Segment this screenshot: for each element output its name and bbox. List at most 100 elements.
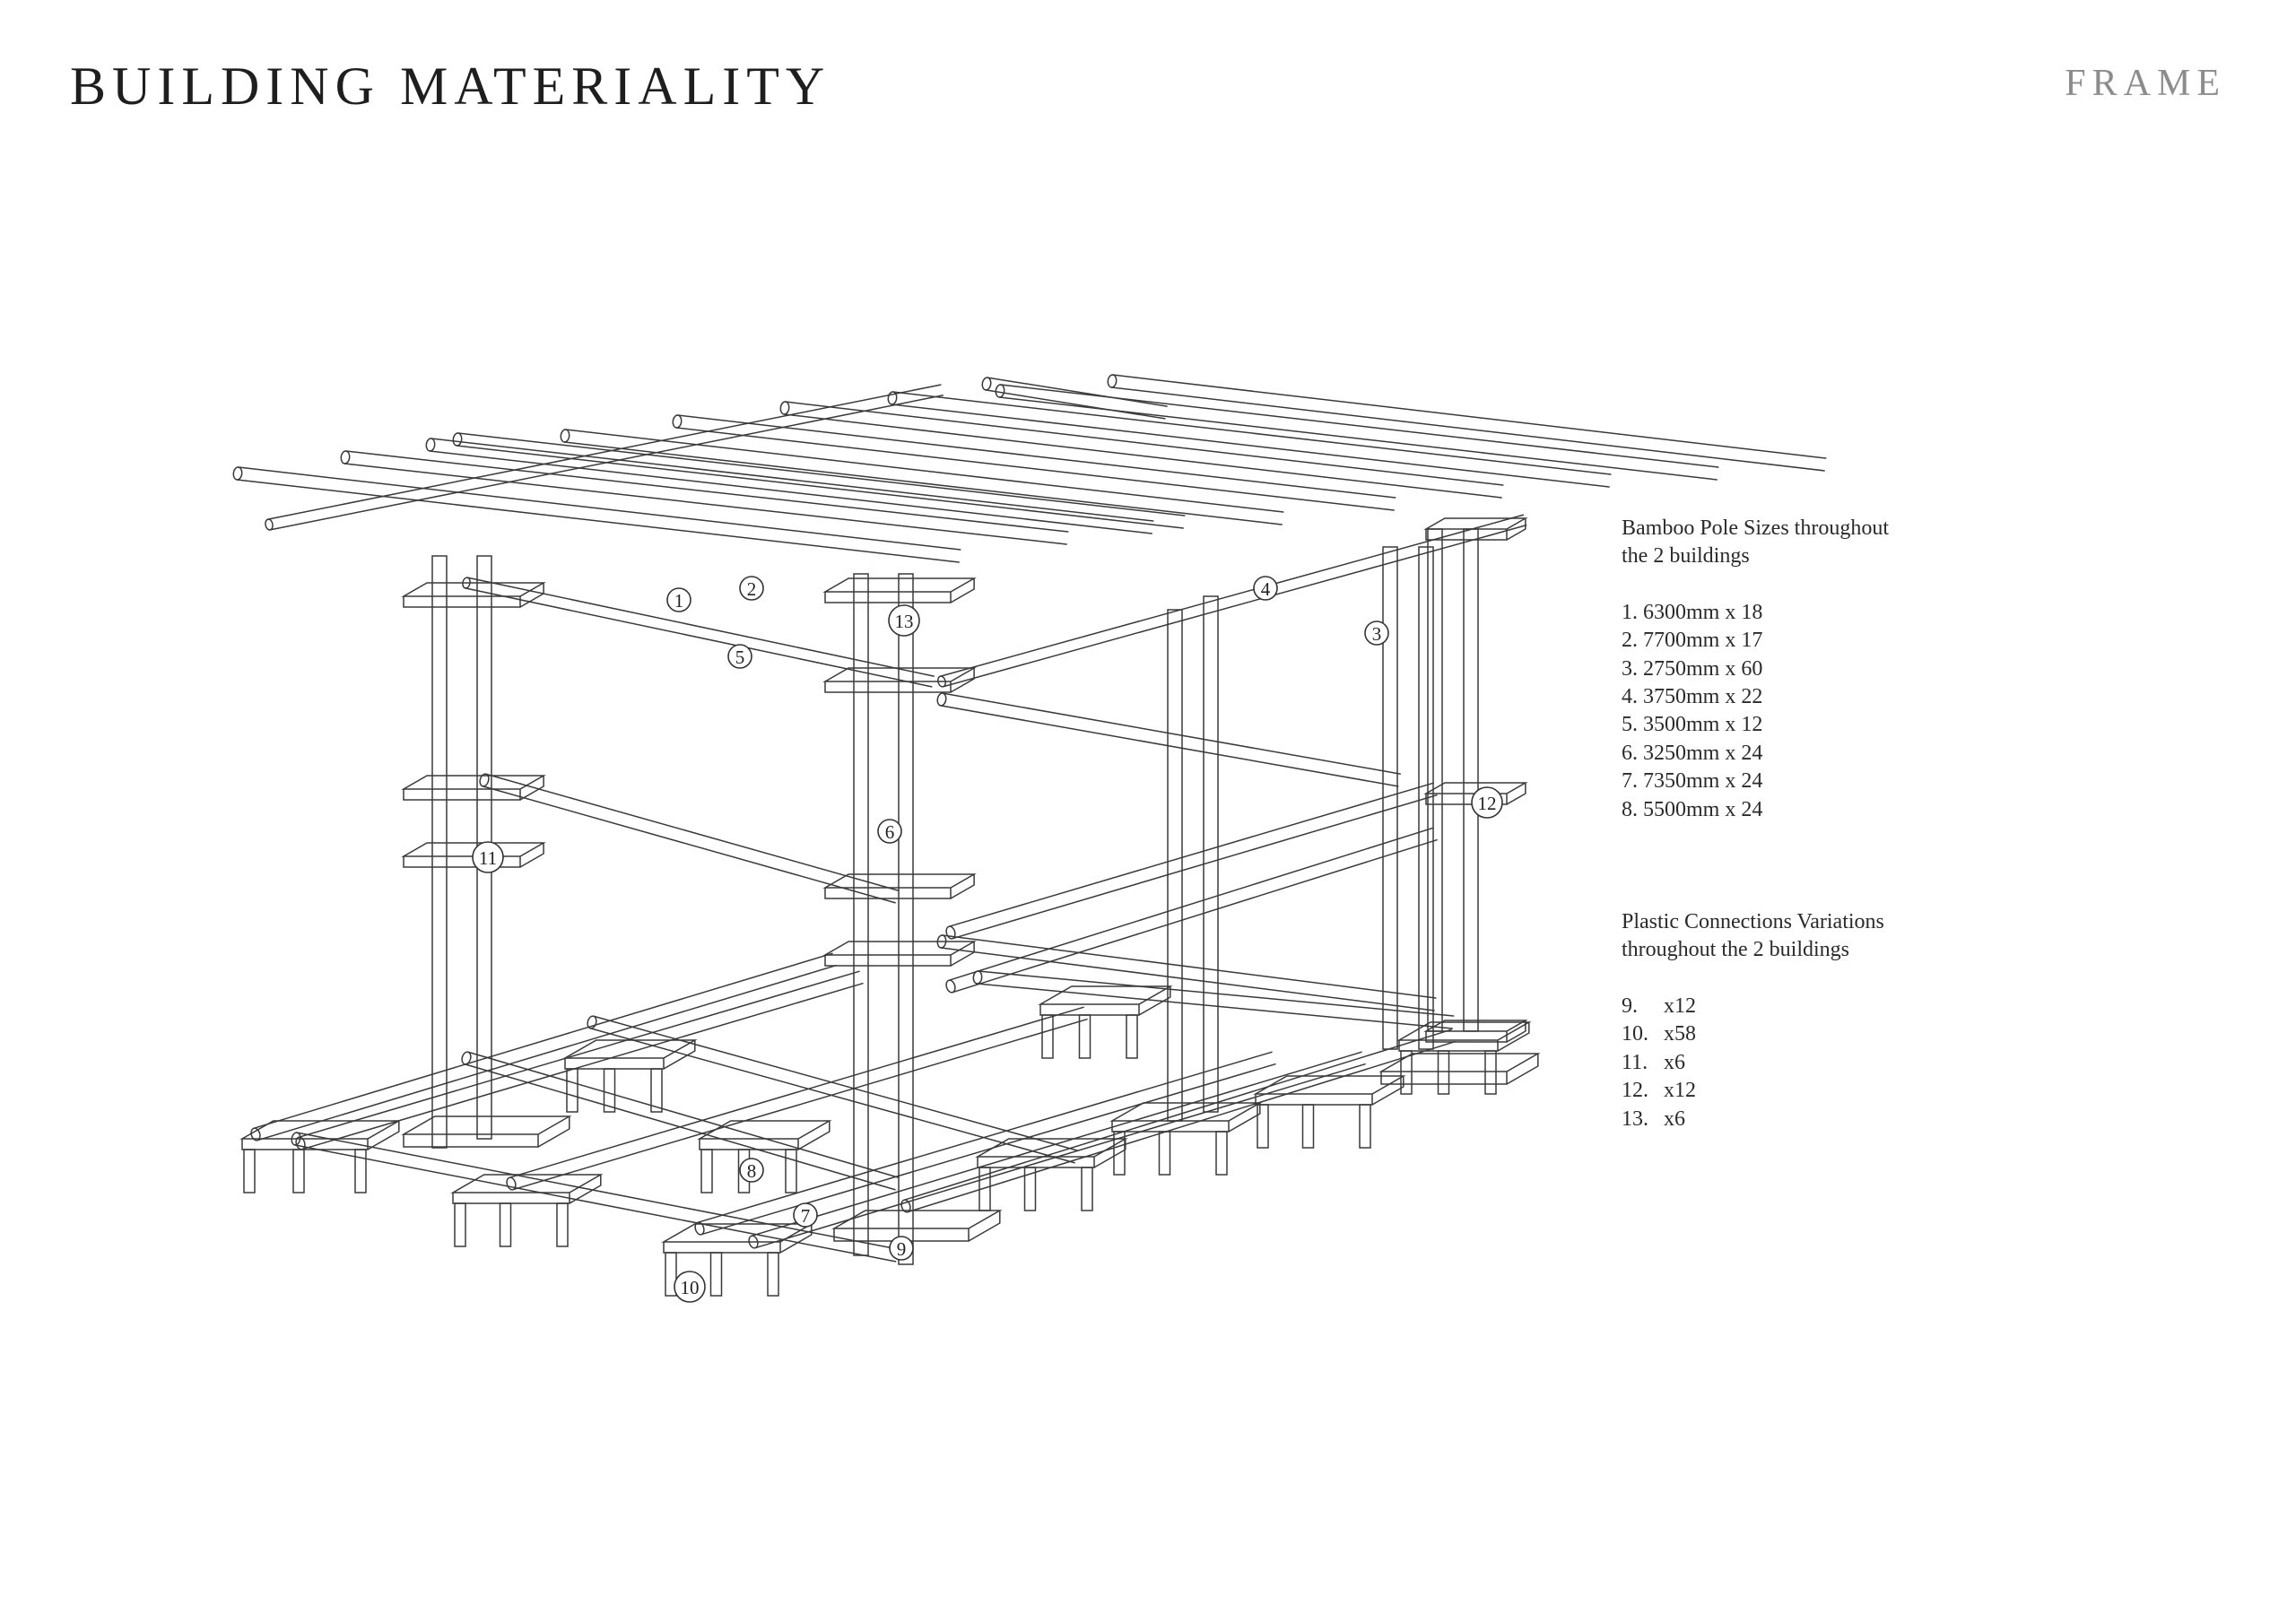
connection-quantity: x6 — [1664, 1050, 1685, 1074]
bamboo-size-item: 5. 3500mm x 12 — [1622, 713, 1763, 737]
collar-base-right — [1423, 1020, 1528, 1043]
footing-1-leg-2 — [556, 1202, 569, 1247]
footing-1-leg-1 — [499, 1202, 512, 1247]
footing-0-leg-1 — [292, 1149, 305, 1193]
bamboo-size-item: 2. 7700mm x 17 — [1622, 629, 1763, 653]
plastic-legend-heading: Plastic Connections Variations throughou… — [1622, 908, 1889, 965]
callout-label: 8 — [747, 1160, 757, 1182]
footing-5-leg-0 — [1257, 1104, 1269, 1149]
floor-beam-6 — [293, 1132, 900, 1263]
footing-2-leg-2 — [767, 1252, 779, 1297]
wall-beam-mid — [482, 773, 900, 904]
roof-rafter-5 — [675, 414, 1396, 511]
footing-0 — [239, 1120, 402, 1150]
floor-beam-4 — [751, 1051, 1366, 1249]
connection-number: 10. — [1622, 1022, 1648, 1046]
footing-0-leg-2 — [354, 1149, 367, 1193]
footing-7-leg-0 — [700, 1149, 713, 1193]
floor-beam-5 — [903, 1028, 1456, 1213]
column-5 — [1203, 595, 1219, 1113]
callout-circle — [739, 1158, 764, 1183]
section-label: FRAME — [2065, 63, 2226, 104]
legend: Bamboo Pole Sizes throughout the 2 build… — [1622, 515, 1889, 1133]
wall-beam-mid-end — [479, 773, 490, 787]
wall-beam-side-mid-end — [945, 925, 956, 940]
column-7 — [1463, 528, 1479, 1032]
floor-beam-7-end — [461, 1051, 472, 1065]
collar-low-mid — [822, 873, 977, 899]
column-2 — [853, 573, 869, 1256]
callout-marker: 1 — [666, 587, 691, 612]
plastic-legend-heading-line1: Plastic Connections Variations — [1622, 910, 1884, 934]
roof-rafter-7 — [891, 391, 1612, 488]
callout-marker: 8 — [739, 1158, 764, 1183]
callout-marker: 12 — [1471, 786, 1503, 819]
callout-circle — [739, 576, 764, 601]
bamboo-legend-heading: Bamboo Pole Sizes throughout the 2 build… — [1622, 515, 1889, 571]
callout-marker: 7 — [793, 1202, 818, 1228]
callout-label: 9 — [897, 1238, 907, 1260]
roof-rafter-2-end — [425, 438, 436, 452]
collar-mid-left — [401, 775, 546, 801]
collar-upper-mid — [822, 667, 977, 693]
roof-rafter-6-end — [779, 401, 790, 415]
callout-circle — [877, 819, 902, 844]
column-8 — [1382, 546, 1398, 1050]
plastic-legend-heading-line2: throughout the 2 buildings — [1622, 938, 1849, 962]
callout-label: 1 — [674, 590, 684, 612]
callout-marker: 11 — [472, 841, 504, 873]
column-9 — [1418, 546, 1434, 1050]
footing-3-leg-1 — [1023, 1167, 1037, 1211]
roof-purlin-front-end — [265, 518, 274, 531]
wall-beam-side-upper-end — [936, 692, 947, 707]
floor-beam-8 — [589, 1015, 1079, 1164]
floor-beam-6-end — [291, 1132, 301, 1146]
floor-beam-9-end — [972, 970, 983, 985]
column-3 — [898, 573, 914, 1265]
plastic-connection-item: 10. x58 — [1622, 1020, 1889, 1048]
connection-number: 13. — [1622, 1107, 1648, 1131]
bamboo-size-item: 1. 6300mm x 18 — [1622, 600, 1763, 624]
roof-rafter-10 — [985, 377, 1168, 420]
footing-6-leg-1 — [1437, 1050, 1450, 1095]
floor-beam-4-end — [748, 1235, 759, 1249]
callout-label: 12 — [1478, 793, 1497, 814]
connection-number: 11. — [1622, 1050, 1648, 1074]
column-4 — [1167, 609, 1183, 1122]
roof-rafter-7-end — [887, 391, 898, 405]
roof-rafter-8-end — [995, 384, 1005, 398]
callout-circle — [888, 604, 920, 637]
floor-beam-1 — [298, 970, 864, 1150]
footing-8-leg-1 — [603, 1068, 616, 1113]
footing-2-leg-1 — [709, 1252, 723, 1297]
callout-circle — [1471, 786, 1503, 819]
frame-structure — [232, 374, 1827, 1297]
roof-rafter-6 — [783, 401, 1504, 499]
callout-marker: 13 — [888, 604, 920, 637]
footing-4-leg-0 — [1113, 1131, 1126, 1176]
footing-0-leg-0 — [243, 1149, 256, 1193]
floor-beam-7 — [464, 1051, 900, 1191]
column-base-right — [1378, 1053, 1541, 1085]
floor-beam-10 — [940, 934, 1437, 1011]
callout-marker: 2 — [739, 576, 764, 601]
footing-4 — [1109, 1102, 1263, 1133]
roof-rafter-1-end — [340, 450, 351, 464]
roof-rafter-10-end — [981, 377, 992, 391]
bamboo-legend: Bamboo Pole Sizes throughout the 2 build… — [1622, 515, 1889, 824]
roof-rafter-8 — [998, 384, 1719, 481]
callout-label: 11 — [479, 847, 497, 869]
callout-marker: 5 — [727, 644, 752, 669]
footing-8-leg-0 — [566, 1068, 578, 1113]
connection-quantity: x58 — [1664, 1022, 1696, 1046]
floor-beam-3-end — [694, 1221, 705, 1236]
footing-1-leg-0 — [454, 1202, 466, 1247]
callout-circle — [472, 841, 504, 873]
footing-5-leg-1 — [1301, 1104, 1315, 1149]
callout-circle — [727, 644, 752, 669]
roof-rafter-5-end — [672, 414, 683, 429]
wall-beam-side-mid — [948, 782, 1438, 940]
connection-quantity: x12 — [1664, 1079, 1696, 1103]
roof-purlin-side — [939, 514, 1527, 688]
connection-quantity: x12 — [1664, 994, 1696, 1018]
